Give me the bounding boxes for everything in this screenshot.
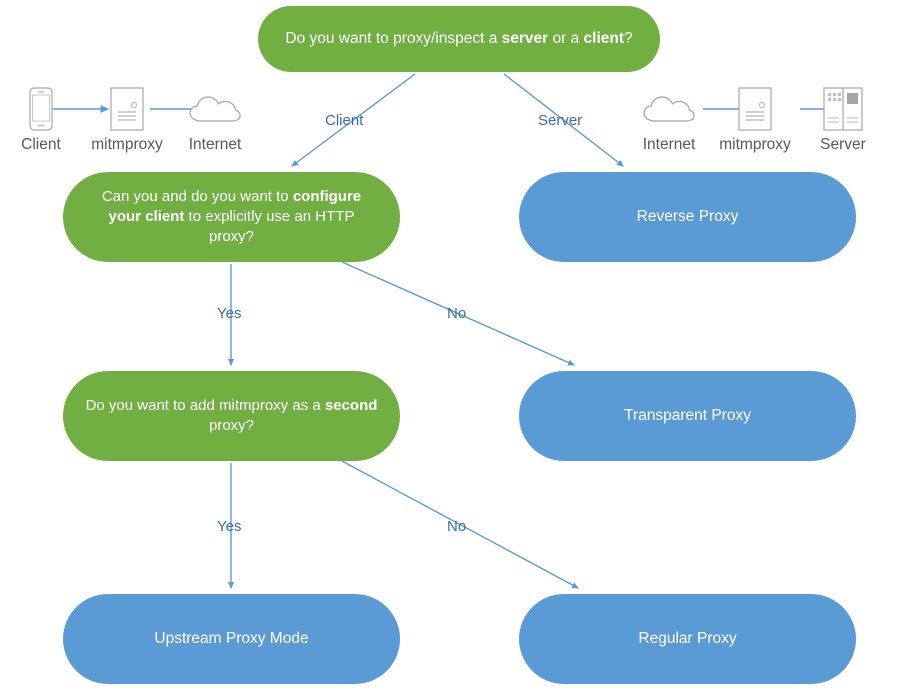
icon-slot-internet-right	[627, 84, 711, 134]
node-configure-label: Can you and do you want to configure you…	[101, 188, 362, 245]
edge-label-yes-second: Yes	[217, 518, 242, 535]
edge-label-server: Server	[538, 112, 583, 129]
node-second-label: Do you want to add mitmproxy as a second…	[85, 397, 378, 434]
edge-label-no-configure: No	[447, 305, 467, 322]
edge-label-client: Client	[325, 112, 364, 129]
node-upstream-label: Upstream Proxy Mode	[154, 629, 309, 647]
document-page-icon	[110, 87, 144, 131]
icon-slot-mitmproxy-right	[713, 84, 797, 134]
outcome-node-regular-proxy[interactable]: Regular Proxy	[519, 594, 856, 684]
icon-label-internet-right: Internet	[642, 136, 696, 153]
mobile-phone-icon	[29, 87, 53, 131]
server-flow-illustration: Internet mitmproxy Server	[628, 84, 903, 160]
node-transparent-label: Transparent Proxy	[624, 406, 751, 424]
cloud-icon	[189, 96, 241, 122]
cloud-icon	[643, 96, 695, 122]
icon-label-internet-left: Internet	[188, 136, 242, 153]
icon-slot-client	[0, 84, 83, 134]
outcome-node-transparent-proxy[interactable]: Transparent Proxy	[519, 371, 856, 461]
icon-label-client: Client	[21, 136, 61, 153]
edge-root-to-reverse	[503, 73, 624, 167]
icon-label-mitmproxy-right: mitmproxy	[719, 136, 791, 153]
node-regular-label: Regular Proxy	[638, 629, 737, 647]
icon-label-server: Server	[820, 136, 866, 153]
node-reverse-label: Reverse Proxy	[636, 207, 739, 225]
decision-node-second-proxy[interactable]: Do you want to add mitmproxy as a second…	[63, 371, 400, 461]
icon-slot-mitmproxy	[85, 84, 169, 134]
decision-node-root[interactable]: Do you want to proxy/inspect a server or…	[258, 6, 660, 72]
client-flow-illustration: Client mitmproxy Internet	[0, 84, 272, 160]
icon-label-mitmproxy-left: mitmproxy	[91, 136, 163, 153]
server-rack-icon	[823, 87, 863, 131]
decision-node-configure-client[interactable]: Can you and do you want to configure you…	[63, 172, 400, 262]
edge-root-to-configure	[291, 73, 416, 167]
icon-slot-server	[801, 84, 885, 134]
document-page-icon	[738, 87, 772, 131]
node-root-label: Do you want to proxy/inspect a server or…	[285, 29, 633, 47]
icon-slot-internet	[173, 84, 257, 134]
edge-configure-to-transparent	[341, 261, 575, 366]
outcome-node-reverse-proxy[interactable]: Reverse Proxy	[519, 172, 856, 262]
edge-label-no-second: No	[447, 518, 467, 535]
outcome-node-upstream-proxy-mode[interactable]: Upstream Proxy Mode	[63, 594, 400, 684]
edge-label-yes-configure: Yes	[217, 305, 242, 322]
edge-second-to-regular	[341, 460, 579, 589]
